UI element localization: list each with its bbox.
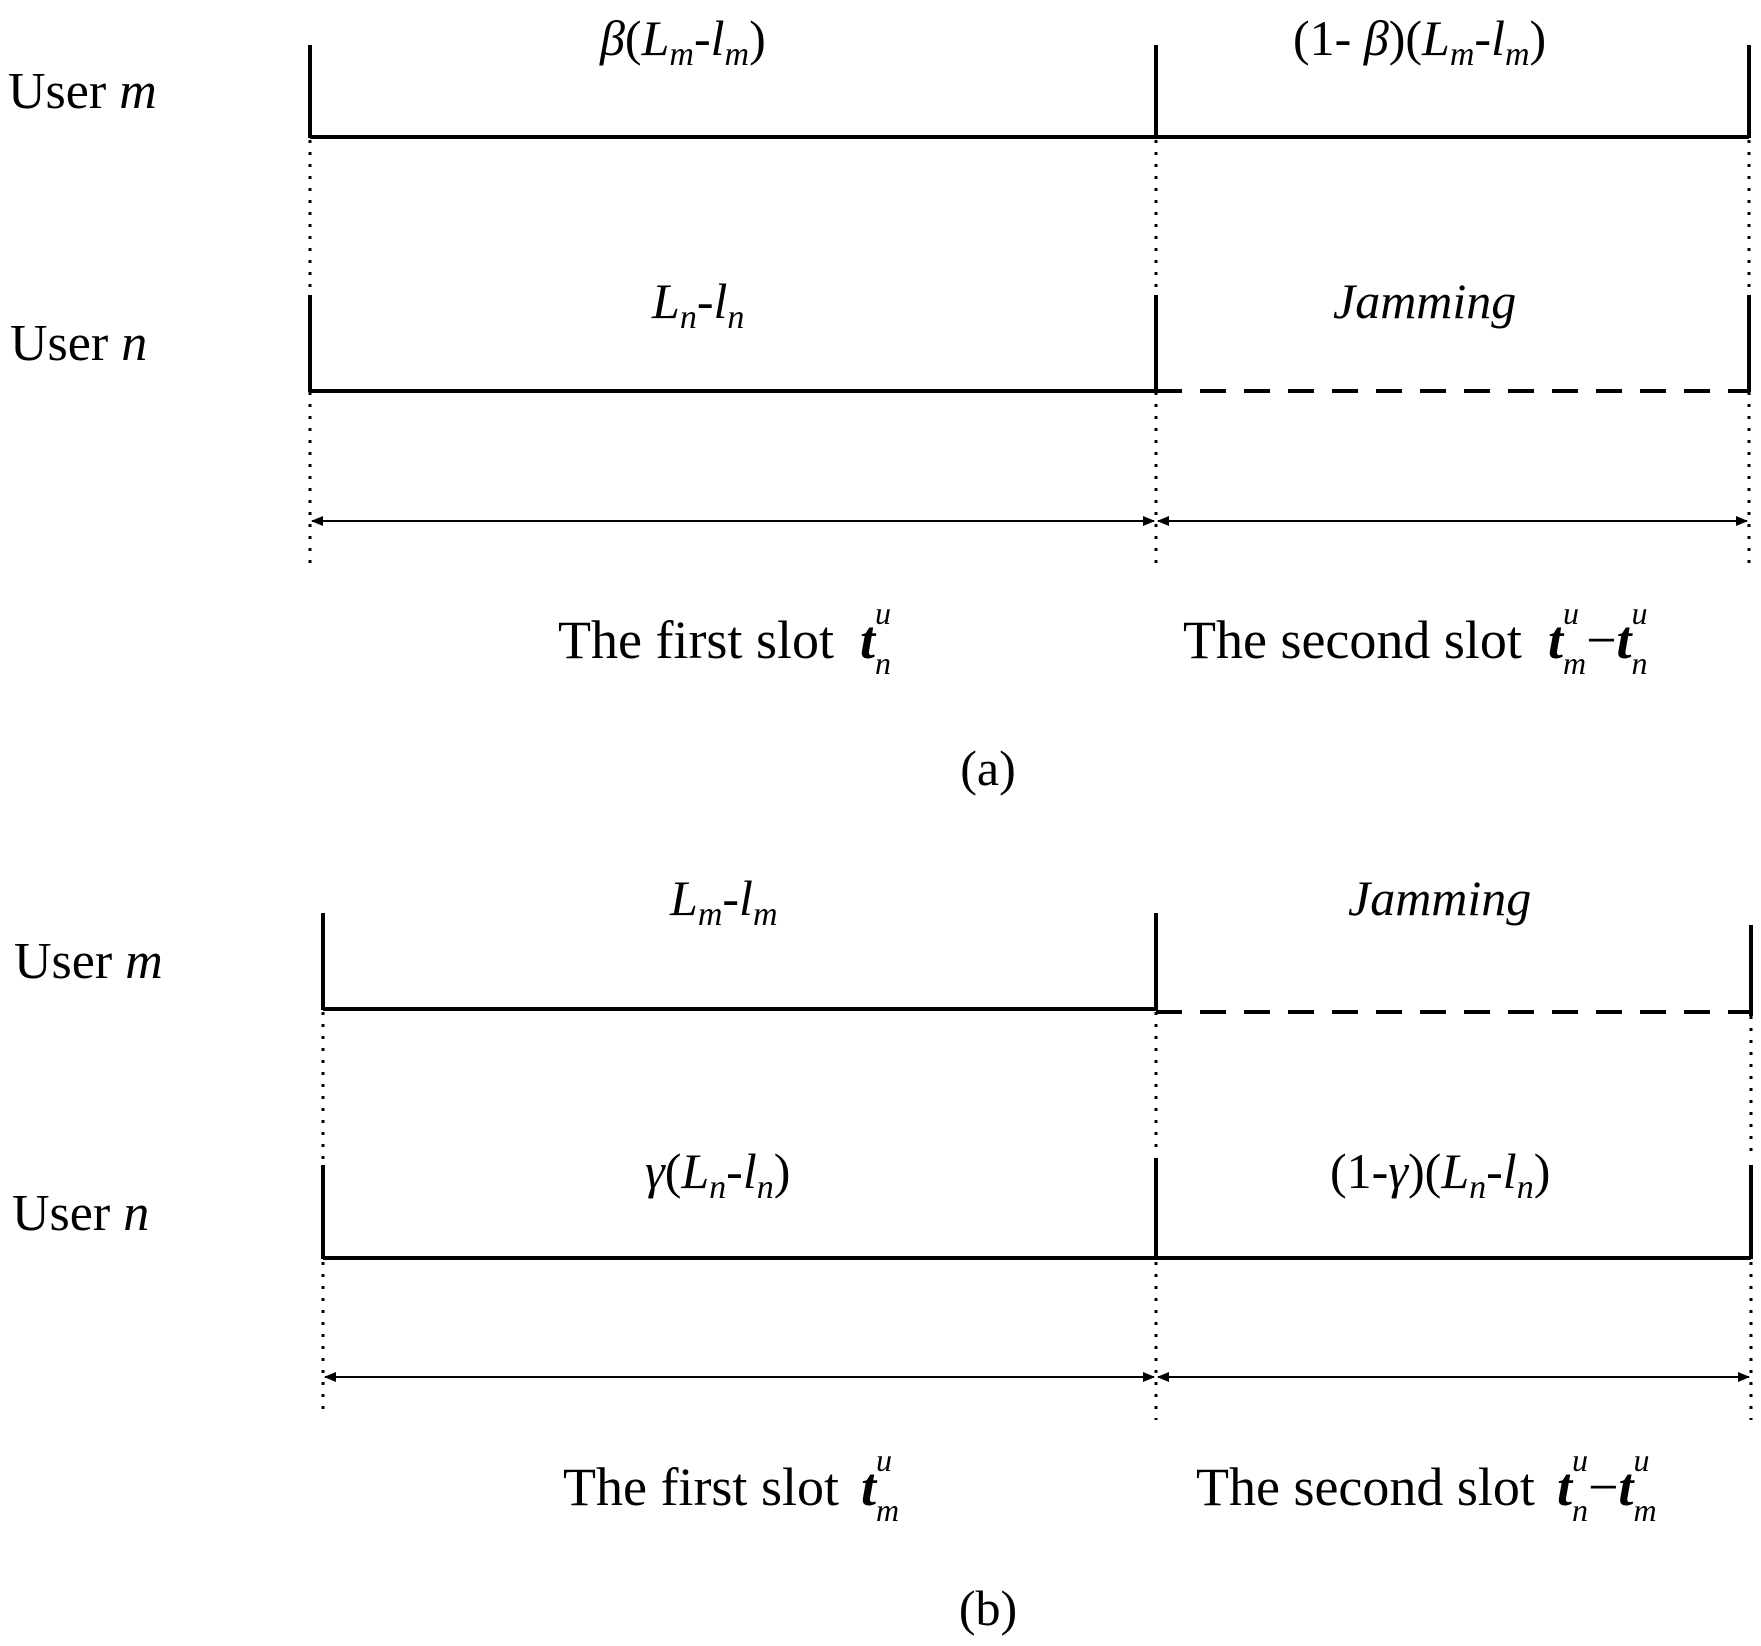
panel-b-user-m-label: User m	[14, 933, 163, 990]
panel-b-user-n-label: User n	[12, 1185, 149, 1242]
panel-b-m-slot2-label: Jamming	[1348, 870, 1531, 926]
panel-b-caption: (b)	[959, 1580, 1017, 1636]
panel-a-n-slot2-label: Jamming	[1333, 273, 1516, 329]
panel-b-n-slot2-label: (1-γ)(Ln-ln)	[1330, 1143, 1550, 1206]
panel-a-guides	[308, 140, 1751, 570]
panel-b-user-m-timeline	[321, 913, 1753, 1016]
panel-b-m-slot1-label: Lm-lm	[669, 870, 778, 933]
panel-b: User m User n Lm-lm Jamming γ(Ln-ln) (1-…	[12, 870, 1753, 1636]
panel-a-user-n-label: User n	[10, 315, 147, 372]
panel-a: User m User n β(Lm-lm) (1- β)(Lm-lm) Ln-…	[8, 10, 1751, 796]
panel-b-user-n-timeline	[321, 1158, 1753, 1260]
panel-a-caption: (a)	[960, 740, 1016, 796]
panel-a-m-slot1-label: β(Lm-lm)	[599, 10, 766, 73]
panel-b-n-slot1-label: γ(Ln-ln)	[645, 1143, 790, 1206]
panel-a-m-slot2-label: (1- β)(Lm-lm)	[1293, 10, 1546, 73]
panel-a-n-slot1-label: Ln-ln	[651, 273, 744, 336]
panel-a-user-m-label: User m	[8, 63, 157, 120]
panel-b-guides	[321, 1012, 1753, 1420]
panel-a-user-m-timeline	[308, 45, 1751, 139]
panel-a-user-n-timeline	[308, 295, 1751, 393]
